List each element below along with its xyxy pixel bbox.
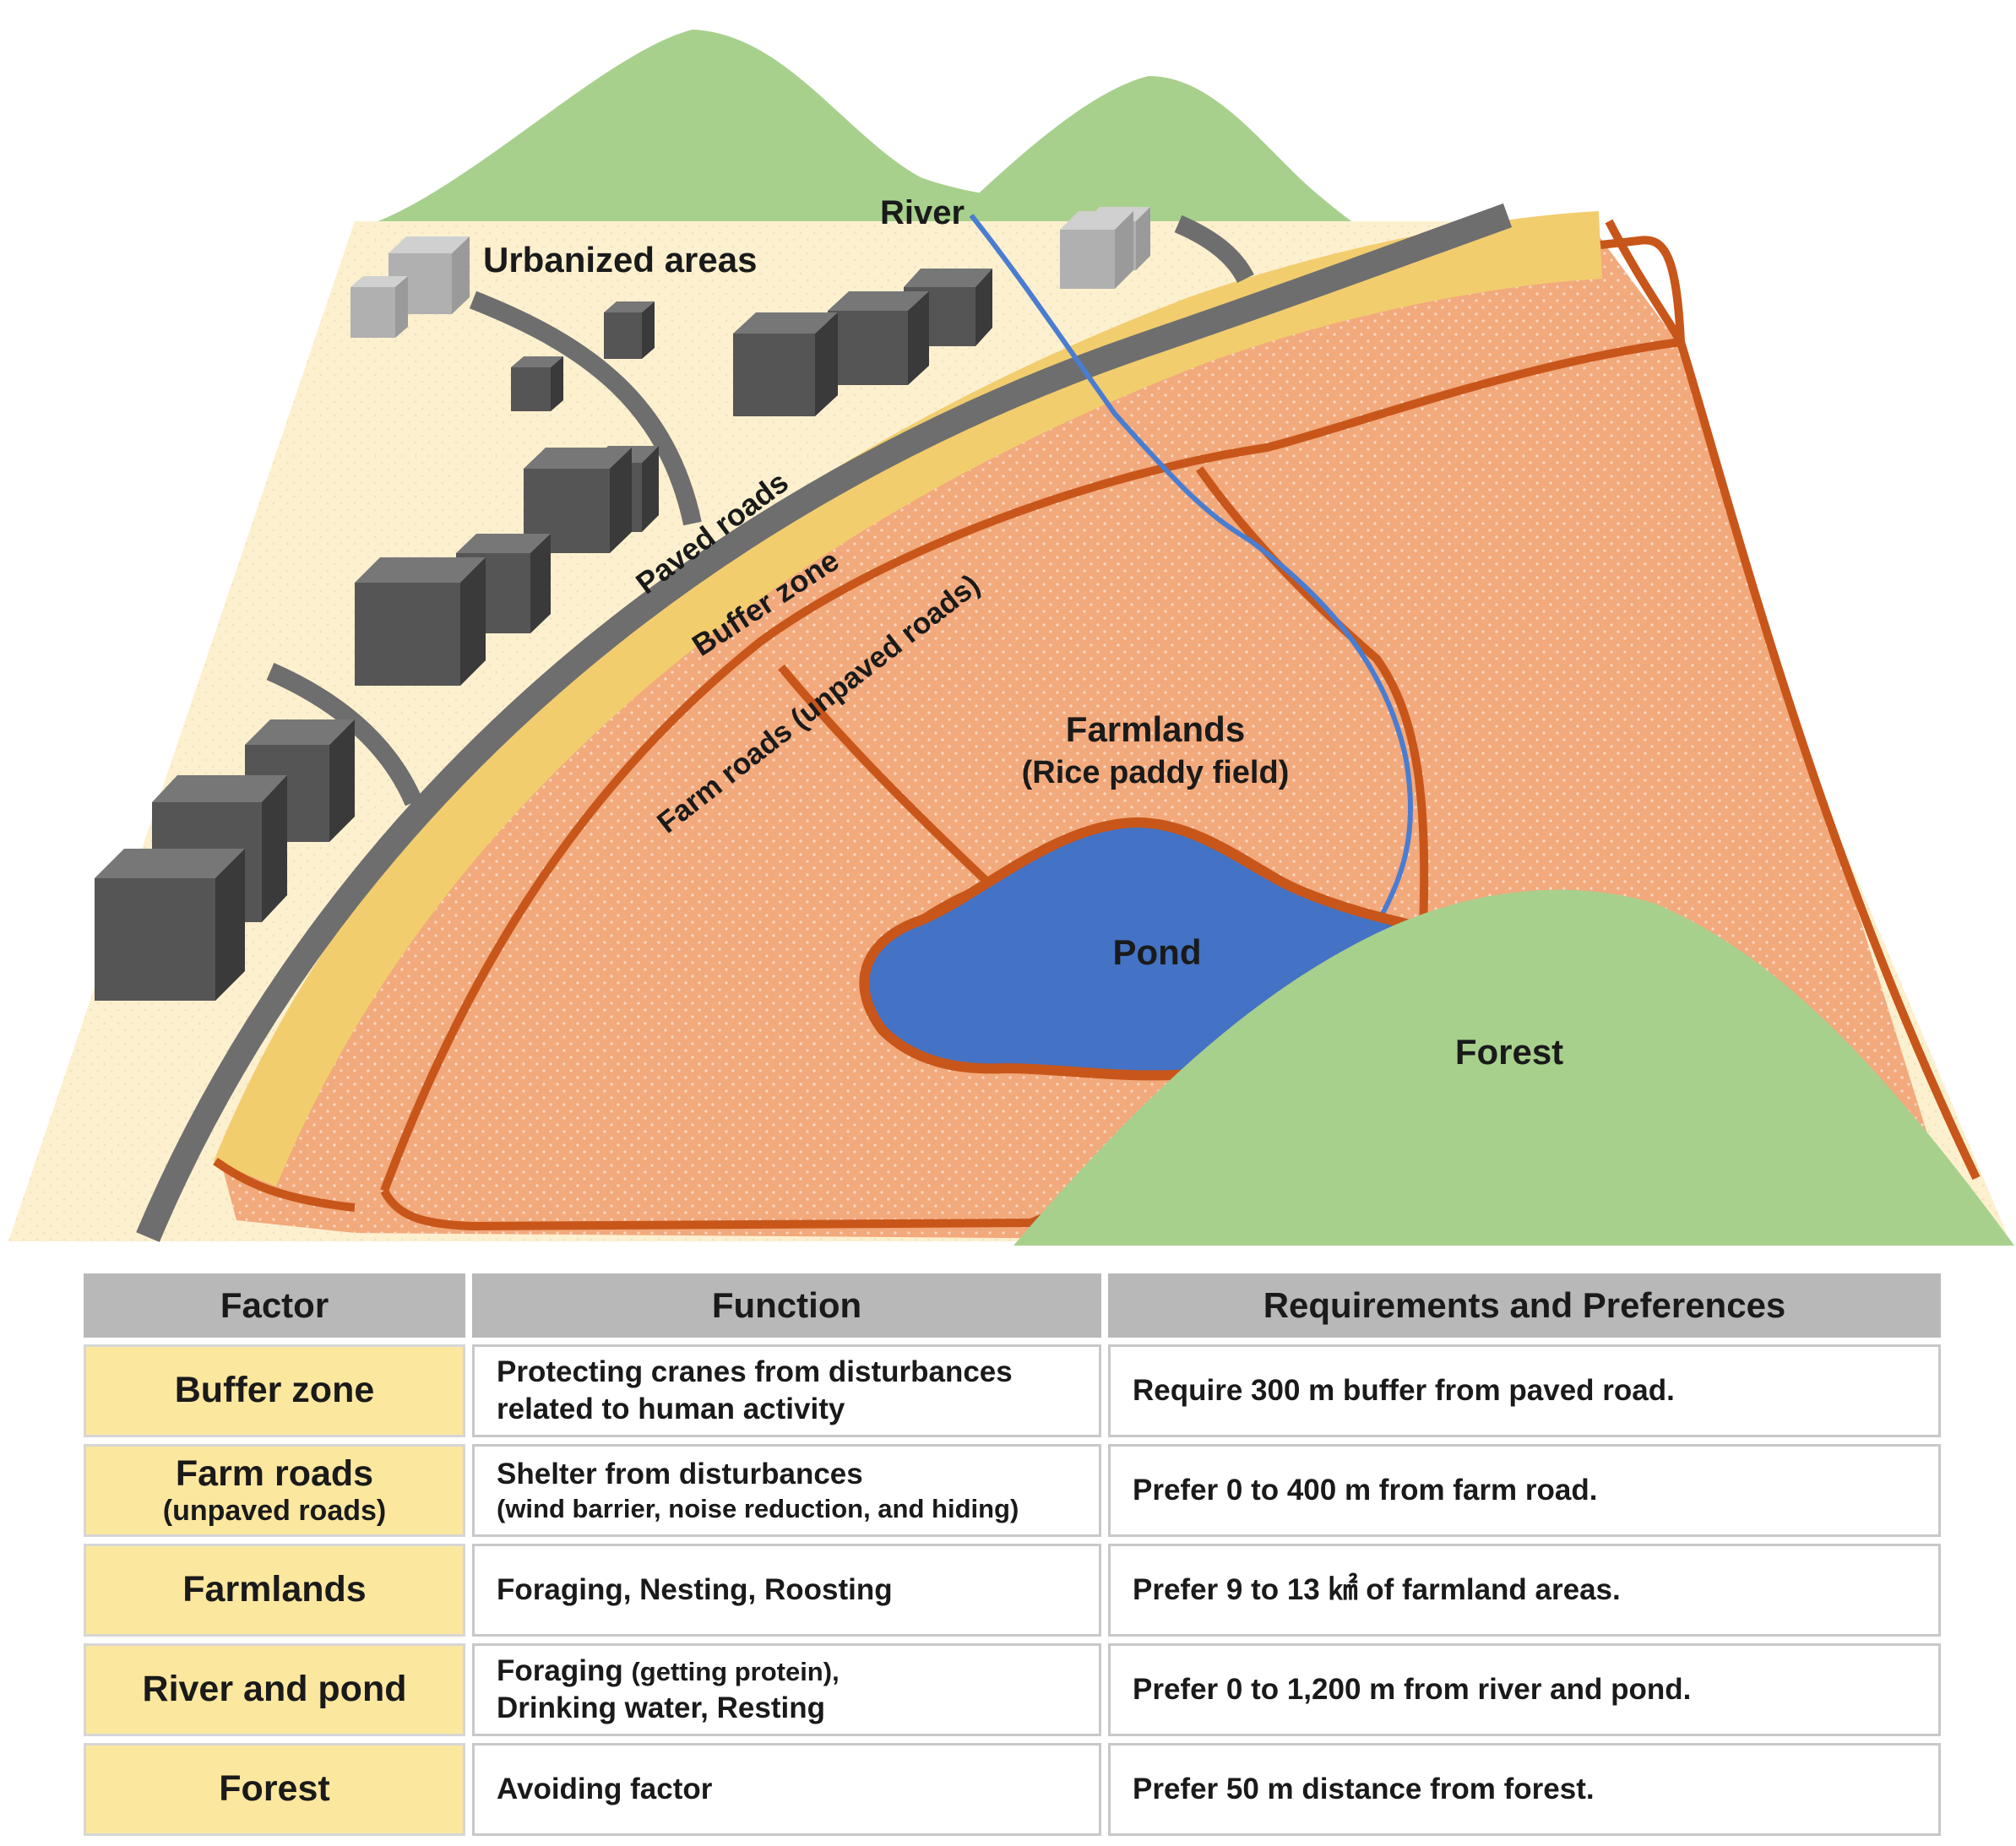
factor-name: Farmlands bbox=[182, 1569, 367, 1610]
factor-cell: Forest bbox=[84, 1743, 465, 1836]
function-cell: Foraging (getting protein), Drinking wat… bbox=[472, 1643, 1101, 1736]
label-river: River bbox=[880, 194, 965, 231]
factor-name: Forest bbox=[219, 1768, 330, 1810]
function-cell: Foraging, Nesting, Roosting bbox=[472, 1544, 1101, 1637]
buildings-urban bbox=[95, 269, 992, 1001]
side-road bbox=[266, 662, 423, 806]
header-function: Function bbox=[472, 1273, 1101, 1338]
building bbox=[1060, 211, 1133, 289]
side-road bbox=[1174, 214, 1254, 284]
mountain-right bbox=[946, 76, 1356, 224]
river bbox=[969, 214, 1414, 926]
label-forest: Forest bbox=[1455, 1032, 1563, 1072]
building bbox=[95, 849, 245, 1001]
table-row: Farmlands Foraging, Nesting, Roosting Pr… bbox=[84, 1544, 1941, 1637]
building bbox=[524, 448, 632, 553]
requirement-cell: Prefer 0 to 400 m from farm road. bbox=[1108, 1444, 1941, 1537]
function-line: (wind barrier, noise reduction, and hidi… bbox=[497, 1493, 1019, 1523]
requirement-cell: Require 300 m buffer from paved road. bbox=[1108, 1344, 1941, 1437]
landscape-diagram: River Urbanized areas Paved roads Buffer… bbox=[8, 30, 2014, 1246]
table-row: Buffer zone Protecting cranes from distu… bbox=[84, 1344, 1941, 1437]
factor-cell: Farm roads (unpaved roads) bbox=[84, 1444, 465, 1537]
function-subtext: (getting protein), bbox=[631, 1657, 840, 1687]
function-line: Foraging, Nesting, Roosting bbox=[497, 1573, 893, 1607]
label-rice-paddy: (Rice paddy field) bbox=[1022, 755, 1290, 790]
building bbox=[828, 291, 929, 385]
building bbox=[604, 301, 655, 359]
label-pond: Pond bbox=[1113, 932, 1202, 972]
function-line: Protecting cranes from disturbances bbox=[497, 1355, 1013, 1389]
factor-table: Factor Function Requirements and Prefere… bbox=[77, 1267, 1948, 1843]
function-cell: Protecting cranes from disturbances rela… bbox=[472, 1344, 1101, 1437]
forest-hill bbox=[1013, 889, 2014, 1246]
function-line: Foraging (getting protein), bbox=[497, 1653, 1077, 1690]
function-line: related to human activity bbox=[497, 1393, 845, 1425]
requirement-cell: Prefer 50 m distance from forest. bbox=[1108, 1743, 1941, 1836]
building bbox=[511, 356, 563, 411]
function-cell: Avoiding factor bbox=[472, 1743, 1101, 1836]
factor-name: Buffer zone bbox=[174, 1370, 375, 1411]
header-factor: Factor bbox=[84, 1273, 465, 1338]
building bbox=[355, 557, 486, 686]
factor-cell: Buffer zone bbox=[84, 1344, 465, 1437]
factor-cell: Farmlands bbox=[84, 1544, 465, 1637]
function-line: Avoiding factor bbox=[497, 1773, 713, 1806]
building bbox=[350, 276, 408, 338]
table-row: Forest Avoiding factor Prefer 50 m dista… bbox=[84, 1743, 1941, 1836]
function-cell: Shelter from disturbances (wind barrier,… bbox=[472, 1444, 1101, 1537]
building bbox=[733, 312, 838, 416]
factor-cell: River and pond bbox=[84, 1643, 465, 1736]
header-requirements: Requirements and Preferences bbox=[1108, 1273, 1941, 1338]
factor-name: Farm roads bbox=[175, 1452, 374, 1494]
function-text: Foraging bbox=[497, 1654, 623, 1688]
table-header-row: Factor Function Requirements and Prefere… bbox=[84, 1273, 1941, 1338]
factor-subtitle: (unpaved roads) bbox=[162, 1495, 387, 1528]
factor-name: River and pond bbox=[142, 1669, 407, 1710]
table-row: River and pond Foraging (getting protein… bbox=[84, 1643, 1941, 1736]
mountain-left bbox=[372, 30, 1166, 224]
function-line: Drinking water, Resting bbox=[497, 1691, 825, 1724]
requirement-cell: Prefer 9 to 13 ㎢ of farmland areas. bbox=[1108, 1544, 1941, 1637]
table-row: Farm roads (unpaved roads) Shelter from … bbox=[84, 1444, 1941, 1537]
label-farmlands: Farmlands bbox=[1066, 709, 1245, 749]
function-line: Shelter from disturbances bbox=[497, 1457, 863, 1490]
label-urbanized-areas: Urbanized areas bbox=[483, 240, 757, 280]
buffer-zone-band bbox=[213, 211, 1603, 1187]
buildings-light bbox=[350, 207, 1150, 338]
paved-road bbox=[136, 203, 1513, 1242]
side-road bbox=[469, 290, 702, 526]
requirement-cell: Prefer 0 to 1,200 m from river and pond. bbox=[1108, 1643, 1941, 1736]
